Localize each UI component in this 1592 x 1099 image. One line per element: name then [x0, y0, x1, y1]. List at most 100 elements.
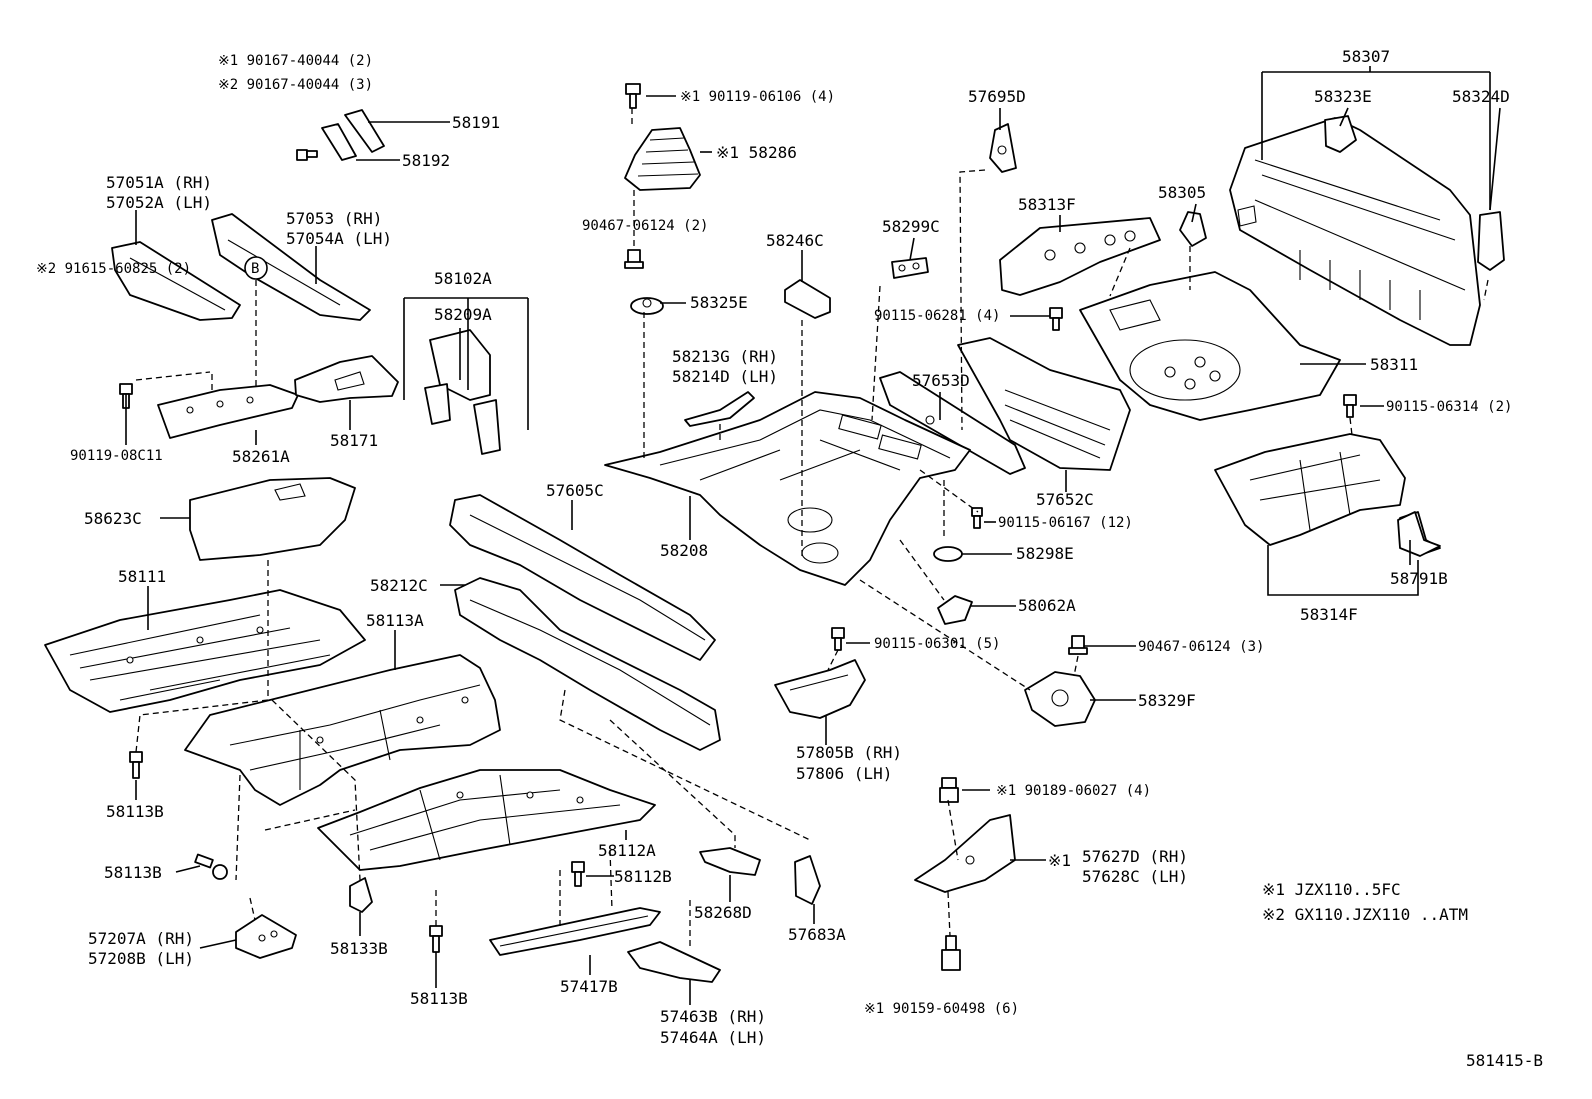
- label-90115-06167: 90115-06167 (12): [998, 515, 1133, 531]
- bracket-58246c-drawing: [784, 279, 831, 319]
- label-58171: 58171: [330, 431, 378, 450]
- label-58112a: 58112A: [598, 841, 656, 860]
- label-58323e: 58323E: [1314, 87, 1372, 106]
- cross-member-57652c-drawing: [957, 337, 1131, 471]
- label-57652c: 57652C: [1036, 490, 1094, 509]
- cap-58298e-drawing: [933, 546, 963, 562]
- reinforcement-57653d-drawing: [879, 371, 1026, 475]
- label-57051a: 57051A (RH): [106, 173, 212, 192]
- bolt-icon: [625, 83, 641, 109]
- label-58191: 58191: [452, 113, 500, 132]
- reinforcement-57053-drawing: [211, 213, 371, 321]
- label-58307: 58307: [1342, 47, 1390, 66]
- label-57464a: 57464A (LH): [660, 1028, 766, 1047]
- bracket-58305-drawing: [1179, 211, 1207, 247]
- label-58623c: 58623C: [84, 509, 142, 528]
- label-90189-06027: ※1 90189-06027 (4): [996, 783, 1151, 799]
- rail-57417b-drawing: [489, 907, 661, 956]
- label-58111: 58111: [118, 567, 166, 586]
- rear-panel-58307-drawing: [1229, 115, 1505, 346]
- label-57053: 57053 (RH): [286, 209, 382, 228]
- label-57695d: 57695D: [968, 87, 1026, 106]
- label-58314f: 58314F: [1300, 605, 1358, 624]
- label-90167-40044-2: ※2 90167-40044 (3): [218, 77, 373, 93]
- reinforcement-58171-drawing: [294, 355, 399, 403]
- bolt-icon: [1049, 307, 1063, 331]
- label-91615-60825: ※2 91615-60825 (2): [36, 261, 191, 277]
- bolt-icon: [1343, 394, 1357, 418]
- nut-icon: [1068, 635, 1088, 655]
- insulator-58623c-drawing: [189, 477, 356, 561]
- label-57627d-mark: ※1: [1048, 851, 1071, 870]
- label-57628c: 57628C (LH): [1082, 867, 1188, 886]
- bracket-57207a-drawing: [235, 914, 297, 959]
- label-58791b: 58791B: [1390, 569, 1448, 588]
- label-58325e: 58325E: [690, 293, 748, 312]
- side-member-57605c-drawing: [449, 494, 716, 661]
- label-58102a: 58102A: [434, 269, 492, 288]
- label-90159-60498: ※1 90159-60498 (6): [864, 1001, 1019, 1017]
- frame-58212c-drawing: [454, 577, 721, 751]
- label-58113b-1: 58113B: [106, 802, 164, 821]
- label-57627d: 57627D (RH): [1082, 847, 1188, 866]
- label-58329f: 58329F: [1138, 691, 1196, 710]
- label-57052a: 57052A (LH): [106, 193, 212, 212]
- bolt-icon: [429, 925, 443, 953]
- label-58246c: 58246C: [766, 231, 824, 250]
- note-1: ※1 JZX110..5FC: [1262, 880, 1401, 899]
- label-58213g: 58213G (RH): [672, 347, 778, 366]
- label-callout-b: B: [251, 261, 259, 277]
- label-58112b: 58112B: [614, 867, 672, 886]
- label-58212c: 58212C: [370, 576, 428, 595]
- bolt-icon: [571, 861, 585, 887]
- bolt-icon: [194, 853, 228, 880]
- bolt-icon: [831, 627, 845, 651]
- floor-58113a-drawing: [184, 654, 501, 806]
- reinforcement-58313f-drawing: [999, 217, 1161, 296]
- cap-58325e-drawing: [630, 297, 664, 315]
- label-58133b: 58133B: [330, 939, 388, 958]
- label-58209a: 58209A: [434, 305, 492, 324]
- label-58299c: 58299C: [882, 217, 940, 236]
- brackets-58102a-58209a-drawing: [424, 329, 501, 455]
- figure-id: 581415-B: [1466, 1051, 1543, 1070]
- label-90119-08c11: 90119-08C11: [70, 448, 163, 464]
- bracket-57805b-drawing: [774, 659, 866, 719]
- label-58113b-3: 58113B: [410, 989, 468, 1008]
- label-57207a: 57207A (RH): [88, 929, 194, 948]
- center-floor-58112a-drawing: [317, 769, 656, 871]
- label-58268d: 58268D: [694, 903, 752, 922]
- label-58324d: 58324D: [1452, 87, 1510, 106]
- boot-58286-drawing: [624, 127, 701, 191]
- plate-58299c-drawing: [891, 257, 929, 279]
- bolt-icon: [129, 751, 143, 779]
- label-90115-06301: 90115-06301 (5): [874, 636, 1000, 652]
- label-57683a: 57683A: [788, 925, 846, 944]
- bolt-icon: [296, 149, 318, 161]
- bracket-58133b-drawing: [349, 877, 373, 913]
- leader-lines: [125, 66, 1501, 1005]
- legend-notes: ※1 JZX110..5FC ※2 GX110.JZX110 ..ATM: [1262, 880, 1468, 924]
- bracket-57683a-drawing: [794, 855, 821, 905]
- plates-58191-58192-drawing: [321, 109, 385, 161]
- front-floor-pan-58111-drawing: [44, 589, 366, 713]
- label-57806: 57806 (LH): [796, 764, 892, 783]
- label-57805b: 57805B (RH): [796, 743, 902, 762]
- label-58286: ※1 58286: [716, 143, 797, 162]
- label-58208: 58208: [660, 541, 708, 560]
- label-58261a: 58261A: [232, 447, 290, 466]
- bolt-icon: [941, 935, 961, 971]
- label-90119-06106: ※1 90119-06106 (4): [680, 89, 835, 105]
- label-58062a: 58062A: [1018, 596, 1076, 615]
- label-58113a: 58113A: [366, 611, 424, 630]
- label-58214d: 58214D (LH): [672, 367, 778, 386]
- label-58313f: 58313F: [1018, 195, 1076, 214]
- label-57054a: 57054A (LH): [286, 229, 392, 248]
- rear-floor-pan-58311-drawing: [1079, 271, 1341, 421]
- bracket-57695d-drawing: [989, 123, 1017, 173]
- nut-icon: [624, 249, 644, 269]
- label-90167-40044-1: ※1 90167-40044 (2): [218, 53, 373, 69]
- label-90115-06281: 90115-06281 (4): [874, 308, 1000, 324]
- bracket-57627d-drawing: [914, 814, 1016, 893]
